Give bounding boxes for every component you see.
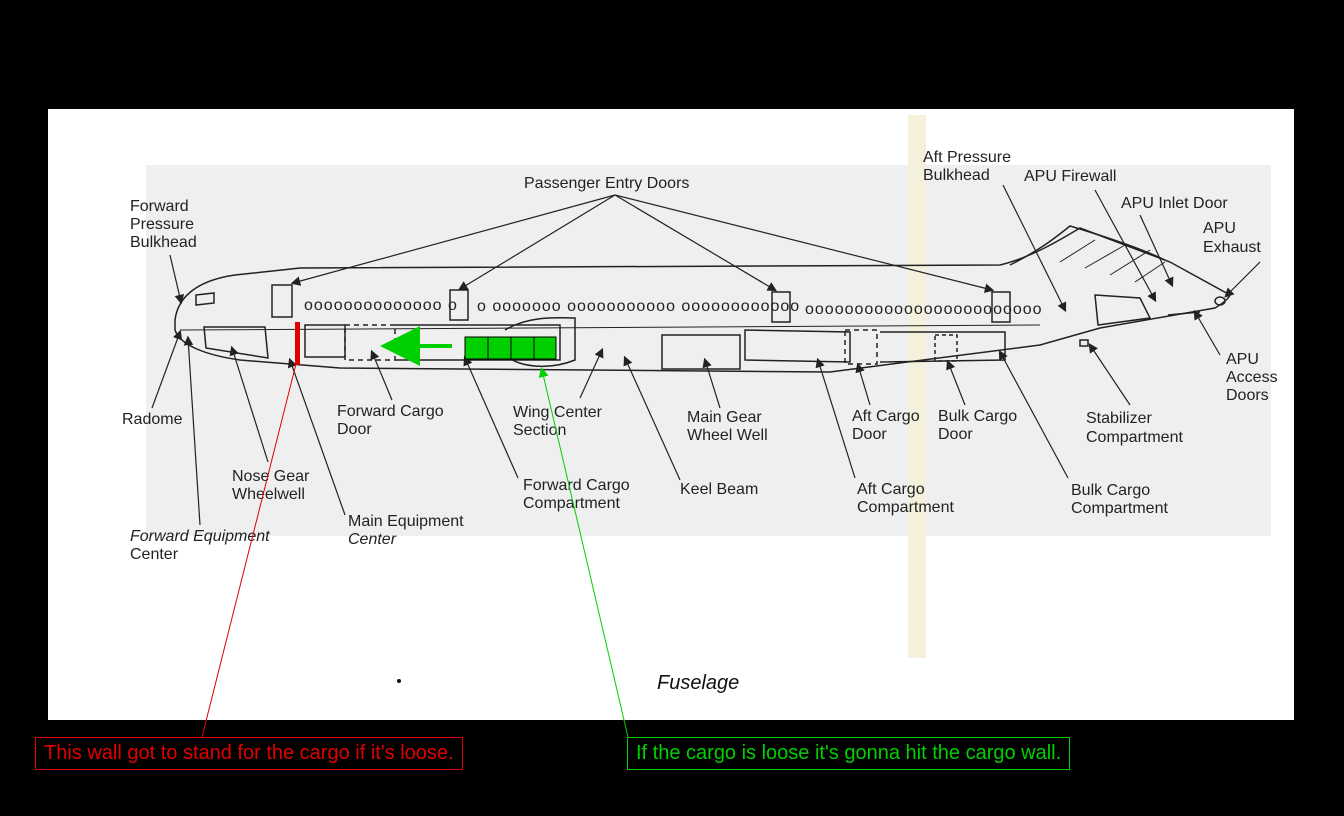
entry-door-3 bbox=[771, 291, 791, 323]
apu-exhaust-port bbox=[1214, 296, 1226, 306]
scan-paper-strip bbox=[908, 115, 926, 658]
label-aft-pressure-bulkhead-1: Aft Pressure bbox=[923, 149, 1011, 166]
cargo-container-3 bbox=[510, 336, 535, 360]
window-row-2: o ooooooo ooooooooooo oooooooooooo bbox=[477, 298, 800, 315]
label-nose-gear-wheelwell-2: Wheelwell bbox=[232, 486, 305, 503]
label-radome: Radome bbox=[122, 411, 183, 428]
stabilizer-compartment-box bbox=[1079, 339, 1089, 347]
entry-door-4 bbox=[991, 291, 1011, 323]
cargo-pointer-line bbox=[538, 367, 629, 738]
tail-hatching bbox=[1059, 239, 1166, 283]
forward-cargo-door-open bbox=[344, 324, 396, 361]
window-row-1: oooooooooooooo o bbox=[304, 297, 458, 314]
label-aft-cargo-door-2: Door bbox=[852, 426, 887, 443]
cargo-container-4 bbox=[533, 336, 557, 360]
label-forward-cargo-door-1: Forward Cargo bbox=[337, 403, 444, 420]
label-forward-pressure-bulkhead-1: Forward bbox=[130, 198, 189, 215]
cabin-floor bbox=[179, 324, 1041, 331]
cargo-annotation bbox=[380, 326, 629, 738]
scan-speck bbox=[397, 679, 401, 683]
wall-pointer-line bbox=[201, 363, 297, 738]
label-aft-cargo-door-1: Aft Cargo bbox=[852, 408, 920, 425]
leader-lines bbox=[151, 184, 1261, 526]
label-apu-access-doors-3: Doors bbox=[1226, 387, 1269, 404]
label-main-equipment-center-1: Main Equipment bbox=[348, 513, 464, 530]
cargo-wall-highlight bbox=[295, 322, 300, 365]
label-apu-firewall: APU Firewall bbox=[1024, 168, 1116, 185]
entry-door-1 bbox=[271, 284, 293, 318]
label-apu-exhaust-2: Exhaust bbox=[1203, 239, 1261, 256]
label-aft-cargo-compartment-1: Aft Cargo bbox=[857, 481, 925, 498]
label-wing-center-section-1: Wing Center bbox=[513, 404, 603, 421]
label-apu-access-doors-1: APU bbox=[1226, 351, 1259, 368]
label-forward-pressure-bulkhead-2: Pressure bbox=[130, 216, 194, 233]
label-nose-gear-wheelwell-1: Nose Gear bbox=[232, 468, 310, 485]
label-bulk-cargo-door-1: Bulk Cargo bbox=[938, 408, 1017, 425]
label-forward-cargo-door-2: Door bbox=[337, 421, 372, 438]
label-bulk-cargo-compartment-2: Compartment bbox=[1071, 500, 1168, 517]
label-apu-exhaust-1: APU bbox=[1203, 220, 1236, 237]
label-forward-pressure-bulkhead-3: Bulkhead bbox=[130, 234, 197, 251]
label-forward-equipment-center-1: Forward Equipment bbox=[130, 528, 270, 545]
cargo-containers bbox=[464, 336, 557, 360]
aft-cargo-compartment bbox=[744, 329, 851, 363]
cargo-container-2 bbox=[487, 336, 512, 360]
label-bulk-cargo-door-2: Door bbox=[938, 426, 973, 443]
label-forward-cargo-compartment-1: Forward Cargo bbox=[523, 477, 630, 494]
label-bulk-cargo-compartment-1: Bulk Cargo bbox=[1071, 482, 1150, 499]
forward-cargo-compartment bbox=[395, 324, 561, 361]
cargo-container-1 bbox=[464, 336, 489, 360]
wing-center-section bbox=[504, 317, 576, 368]
label-aft-cargo-compartment-2: Compartment bbox=[857, 499, 954, 516]
window-row-3: oooooooooooooooooooooooo bbox=[805, 301, 1043, 318]
wall-note: This wall got to stand for the cargo if … bbox=[35, 737, 463, 770]
label-main-gear-wheel-well-1: Main Gear bbox=[687, 409, 762, 426]
label-apu-inlet-door: APU Inlet Door bbox=[1121, 195, 1228, 212]
label-main-equipment-center-2: Center bbox=[348, 531, 397, 548]
part-labels: Forward Pressure Bulkhead Passenger Entr… bbox=[122, 149, 1278, 563]
label-forward-equipment-center-2: Center bbox=[130, 546, 179, 563]
label-aft-pressure-bulkhead-2: Bulkhead bbox=[923, 167, 990, 184]
wall-annotation bbox=[201, 322, 300, 738]
bulk-cargo-compartment bbox=[879, 331, 1006, 363]
apu-compartment bbox=[1094, 294, 1152, 326]
forward-cargo-door-panel bbox=[304, 324, 346, 358]
figure-caption: Fuselage bbox=[657, 672, 739, 694]
cockpit-window bbox=[195, 292, 215, 306]
diagram-background-shade bbox=[146, 165, 1271, 536]
label-stabilizer-compartment-2: Compartment bbox=[1086, 429, 1183, 446]
bulk-cargo-door bbox=[934, 334, 958, 362]
fuselage-body bbox=[174, 227, 1231, 373]
cargo-note: If the cargo is loose it's gonna hit the… bbox=[627, 737, 1071, 770]
label-keel-beam: Keel Beam bbox=[680, 481, 758, 498]
label-passenger-entry-doors: Passenger Entry Doors bbox=[524, 175, 689, 192]
label-apu-access-doors-2: Access bbox=[1226, 369, 1278, 386]
main-gear-wheel-well bbox=[661, 334, 741, 370]
label-forward-cargo-compartment-2: Compartment bbox=[523, 495, 620, 512]
label-stabilizer-compartment-1: Stabilizer bbox=[1086, 410, 1152, 427]
label-wing-center-section-2: Section bbox=[513, 422, 566, 439]
label-main-gear-wheel-well-2: Wheel Well bbox=[687, 427, 768, 444]
forward-equipment-bay bbox=[203, 326, 269, 359]
